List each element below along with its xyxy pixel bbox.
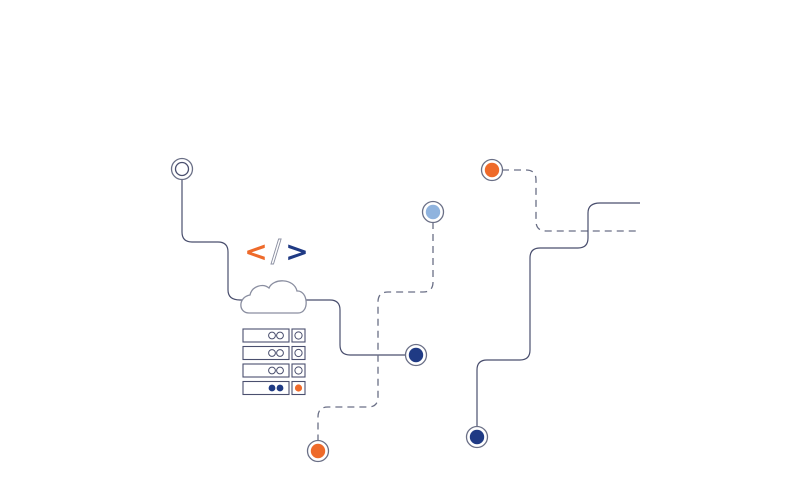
server-led-icon — [276, 384, 284, 392]
connector-cloud-to-navy-node — [304, 299, 407, 356]
server-led-icon — [276, 366, 284, 375]
node-navy-middle — [404, 343, 428, 367]
server-unit — [242, 328, 306, 343]
server-led-icon — [268, 331, 276, 340]
code-icon-slash: / — [271, 234, 282, 269]
connector-orange-top-to-edge — [502, 169, 640, 232]
node-navy-bottom — [465, 425, 489, 449]
server-led-icon — [276, 349, 284, 357]
code-icon-right-bracket: > — [285, 235, 308, 268]
code-icon-left-bracket: < — [244, 235, 267, 268]
connector-lightblue-to-orange-bottom — [317, 222, 434, 440]
server-unit — [242, 380, 306, 396]
server-led-icon — [276, 331, 284, 340]
server-port-icon — [294, 384, 303, 392]
server-port-icon — [294, 331, 303, 340]
code-icon: < / > — [244, 234, 308, 270]
server-led-icon — [268, 349, 276, 357]
node-orange-top — [480, 158, 504, 182]
node-orange-bottom — [306, 439, 330, 463]
server-unit — [242, 363, 306, 378]
server-led-icon — [268, 384, 276, 392]
server-port-icon — [294, 366, 303, 375]
server-led-icon — [268, 366, 276, 375]
connector-navy-bottom-to-edge — [476, 202, 640, 426]
node-hollow-topleft — [170, 157, 194, 181]
node-lightblue — [421, 200, 445, 224]
cloud-icon — [240, 280, 307, 314]
server-rack-icon — [242, 328, 306, 396]
server-unit — [242, 345, 306, 361]
server-port-icon — [294, 348, 303, 358]
connector-topleft-to-cloud — [181, 180, 246, 301]
